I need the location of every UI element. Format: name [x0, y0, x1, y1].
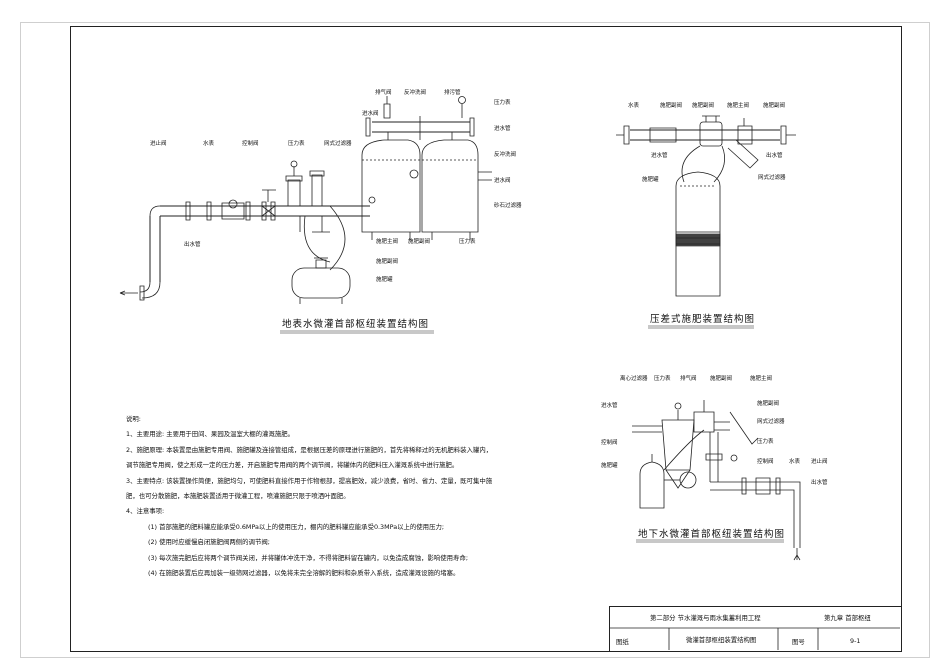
tb-chapter: 第九章 首部枢纽 [824, 614, 871, 622]
label-fert-tank: 施肥罐 [376, 277, 393, 283]
label-d3-fert-main: 施肥主阀 [750, 376, 773, 382]
label-pressure-gauge-low: 压力表 [459, 239, 476, 245]
note-sub-2: (2) 使用时应缓慢启闭施肥阀两侧的调节阀; [148, 538, 270, 547]
label-pressure-gauge-mid: 压力表 [288, 141, 305, 147]
tb-drawing-name: 微灌首部枢纽装置结构图 [686, 636, 757, 644]
note-item-3b: 肥，也可分散施肥，本施肥装置适用于微灌工程，喷灌施肥只限于喷洒叶面肥。 [126, 492, 350, 501]
label-stop-valve: 进止阀 [150, 141, 167, 147]
label-d3-fert-aux-a: 施肥副阀 [710, 376, 733, 382]
outer-border [20, 22, 930, 658]
label-exhaust-valve: 排气阀 [375, 90, 392, 96]
label-d3-stop-valve: 进止阀 [811, 459, 828, 465]
label-control-valve: 控制阀 [242, 141, 259, 147]
diagram3-title: 地下水微灌首部枢纽装置结构图 [638, 529, 786, 540]
label-sand-filter: 砂石过滤器 [494, 203, 522, 209]
label-fert-aux-valve-b: 施肥副阀 [376, 259, 399, 265]
label-d3-outlet-pipe: 出水管 [811, 480, 828, 486]
label-inlet-valve-top: 进水阀 [362, 111, 379, 117]
label-d3-centrifugal-filter: 离心过滤器 [620, 376, 648, 382]
label-water-meter: 水表 [203, 141, 215, 147]
label-d3-inlet-pipe: 进水管 [601, 403, 618, 409]
tb-drawing-label: 图纸 [616, 638, 629, 646]
label-fert-aux-valve-a: 施肥副阀 [408, 239, 431, 245]
label-d3-pressure-gauge-a: 压力表 [654, 376, 671, 382]
note-item-3a: 3、主要特点: 该装置操作简便，施肥均匀，可使肥料直接作用于作物根部，提高肥效，… [126, 476, 493, 485]
label-screen-filter: 网式过滤器 [324, 141, 352, 147]
note-item-2a: 2、施肥原理: 本装置是由施肥专用阀、施肥罐及连接管组成，是根据压差的原理进行施… [126, 445, 493, 454]
label-inlet-valve-right: 进水阀 [494, 178, 511, 184]
label-inlet-pipe: 进水管 [494, 126, 511, 132]
label-d3-fert-aux-b: 施肥副阀 [757, 401, 780, 407]
label-d3-pressure-gauge-b: 压力表 [757, 439, 774, 445]
label-d2-outlet-pipe: 出水管 [766, 153, 783, 159]
label-d2-fert-main: 施肥主阀 [727, 103, 750, 109]
label-d3-exhaust-valve: 排气阀 [680, 376, 697, 382]
note-sub-4: (4) 在施肥装置后应再加装一级筛网过滤器，以免将未完全溶解的肥料和杂质带入系统… [148, 569, 460, 578]
title-block: 第二部分 节水灌溉与雨水集蓄利用工程 第九章 首部枢纽 图纸 微灌首部枢纽装置结… [609, 606, 901, 651]
label-d3-water-meter: 水表 [789, 459, 801, 465]
label-backwash-pipe: 反冲洗阀 [494, 152, 517, 158]
label-d2-fert-aux-r: 施肥副阀 [763, 103, 786, 109]
label-d3-screen-filter: 网式过滤器 [757, 419, 785, 425]
diagram1-drawing [120, 96, 492, 304]
label-d2-fert-aux-l: 施肥副阀 [660, 103, 683, 109]
label-d2-fert-tank: 施肥罐 [642, 177, 659, 183]
label-outlet-pipe: 出水管 [184, 242, 201, 248]
note-item-2b: 调节施肥专用阀，使之形成一定的压力差，开启施肥专用阀的两个调节阀，将罐体内的肥料… [126, 461, 459, 470]
label-d2-inlet-pipe: 进水管 [651, 153, 668, 159]
label-d3-fert-tank: 施肥罐 [601, 463, 618, 469]
label-fert-main-valve: 施肥主阀 [376, 239, 399, 245]
tb-number: 9-1 [850, 637, 861, 645]
label-pressure-gauge-top: 压力表 [494, 100, 511, 106]
label-d3-control-valve-r: 控制阀 [757, 459, 774, 465]
notes-block: 说明: 1、主要用途: 主要用于田间、果园及温室大棚的灌溉施肥。 2、施肥原理:… [126, 412, 606, 581]
label-d2-fert-aux-m: 施肥副阀 [692, 103, 715, 109]
label-backwash-valve: 反冲洗阀 [404, 90, 427, 96]
diagram3-drawing [632, 400, 800, 560]
notes-heading: 说明: [126, 415, 141, 423]
label-d2-water-meter: 水表 [628, 103, 640, 109]
label-d2-screen-filter: 网式过滤器 [758, 175, 786, 181]
tb-number-label: 图号 [792, 638, 805, 646]
diagram1-title: 地表水微灌首部枢纽装置结构图 [282, 319, 430, 330]
label-d3-control-valve-l: 控制阀 [601, 440, 618, 446]
note-item-1: 1、主要用途: 主要用于田间、果园及温室大棚的灌溉施肥。 [126, 430, 295, 439]
label-drain-pipe: 排污管 [444, 90, 461, 96]
diagram2-drawing [616, 116, 796, 296]
note-sub-3: (3) 每次施完肥后应将两个调节阀关闭，并将罐体冲洗干净，不得将肥料留在罐内，以… [148, 553, 468, 562]
inner-border [70, 26, 902, 652]
note-sub-1: (1) 首部施肥的肥料罐应能承受0.6MPa以上的使用压力，棚内的肥料罐应能承受… [148, 522, 445, 531]
tb-part: 第二部分 节水灌溉与雨水集蓄利用工程 [650, 614, 761, 622]
note-item-4: 4、注意事项: [126, 507, 165, 516]
diagram2-title: 压差式施肥装置结构图 [650, 314, 756, 325]
